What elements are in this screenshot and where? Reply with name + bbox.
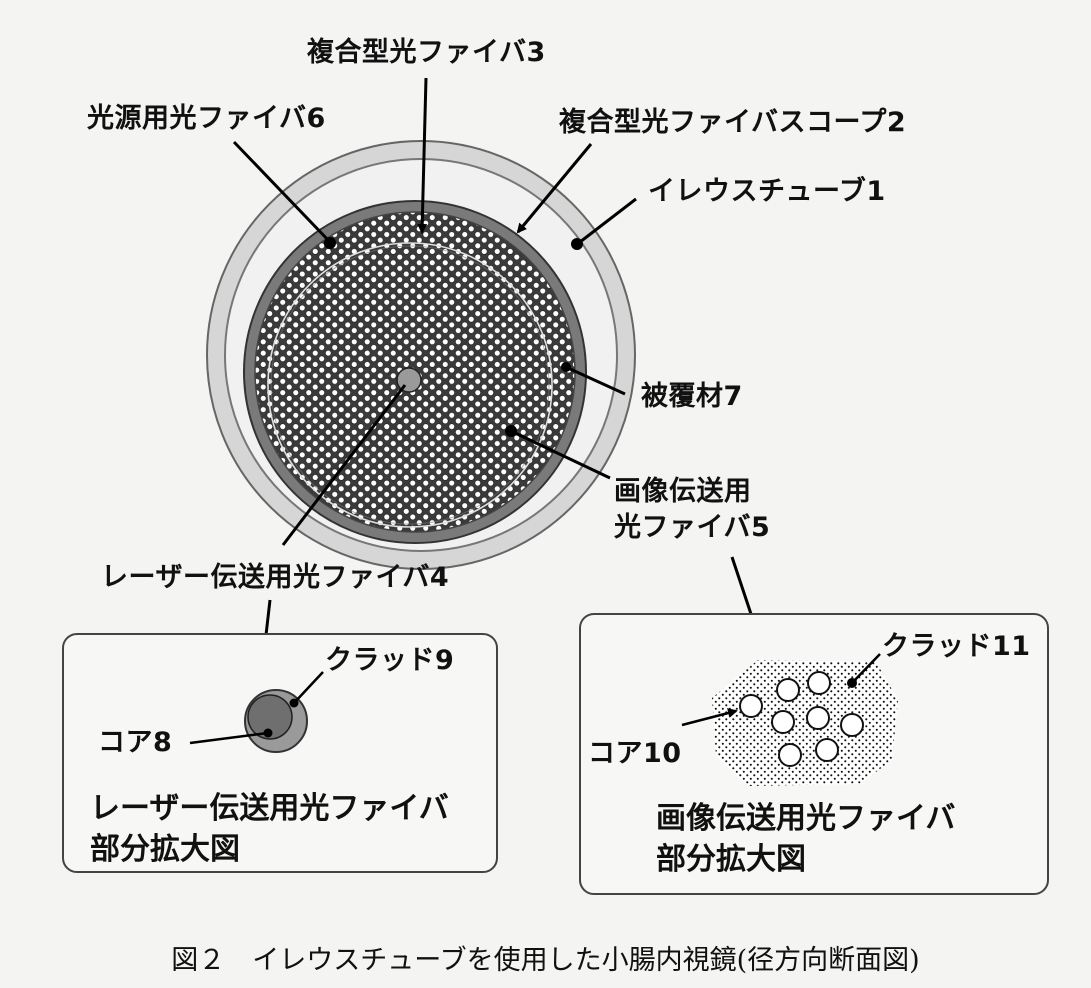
label-composite-fiberscope-2: 複合型光ファイバスコープ2 [559, 107, 907, 138]
leader-dots [324, 237, 583, 437]
core-10 [739, 671, 864, 767]
figure-caption: 図２ イレウスチューブを使用した小腸内視鏡(径方向断面図) [171, 945, 920, 976]
leader-coating7 [567, 366, 626, 396]
label-ileus-tube-1: イレウスチューブ1 [648, 176, 886, 207]
leader-laser4 [281, 384, 407, 546]
leader-image5 [512, 430, 611, 480]
core-8 [247, 694, 293, 740]
laser-fiber-panel [62, 633, 498, 873]
composite-fiberscope [243, 200, 587, 544]
label-image-fiber-5-line2: 光ファイバ5 [614, 512, 771, 544]
image-panel-title-line2: 部分拡大図 [656, 842, 806, 878]
leader-tube1 [579, 197, 637, 244]
image-panel-title-line1: 画像伝送用光ファイバ [656, 801, 956, 836]
label-light-source-fiber-6: 光源用光ファイバ6 [87, 103, 326, 134]
laser-panel-title-line2: 部分拡大図 [90, 832, 240, 868]
label-core-10: コア10 [588, 738, 682, 769]
label-composite-fiber-3: 複合型光ファイバ3 [307, 37, 546, 68]
leader-fiber6 [232, 140, 332, 244]
label-clad-11: クラッド11 [882, 631, 1031, 662]
label-image-fiber-5-line1: 画像伝送用 [614, 476, 752, 507]
label-core-8: コア8 [98, 727, 173, 758]
laser-panel-title-line1: レーザー伝送用光ファイバ [90, 791, 449, 826]
label-image-fiber-5: 画像伝送用 光ファイバ5 [614, 474, 770, 547]
arrow-scope2 [516, 143, 593, 234]
leader-lines [232, 77, 760, 672]
label-clad-9: クラッド9 [325, 645, 455, 676]
image-panel-title: 画像伝送用光ファイバ 部分拡大図 [656, 798, 955, 881]
image-fiber-panel [579, 613, 1049, 895]
label-coating-7: 被覆材7 [641, 381, 743, 412]
label-laser-fiber-4: レーザー伝送用光ファイバ4 [101, 562, 450, 593]
clad-11 [712, 660, 898, 786]
laser-panel-title: レーザー伝送用光ファイバ 部分拡大図 [90, 788, 449, 871]
arrow-fiber3 [417, 77, 428, 234]
